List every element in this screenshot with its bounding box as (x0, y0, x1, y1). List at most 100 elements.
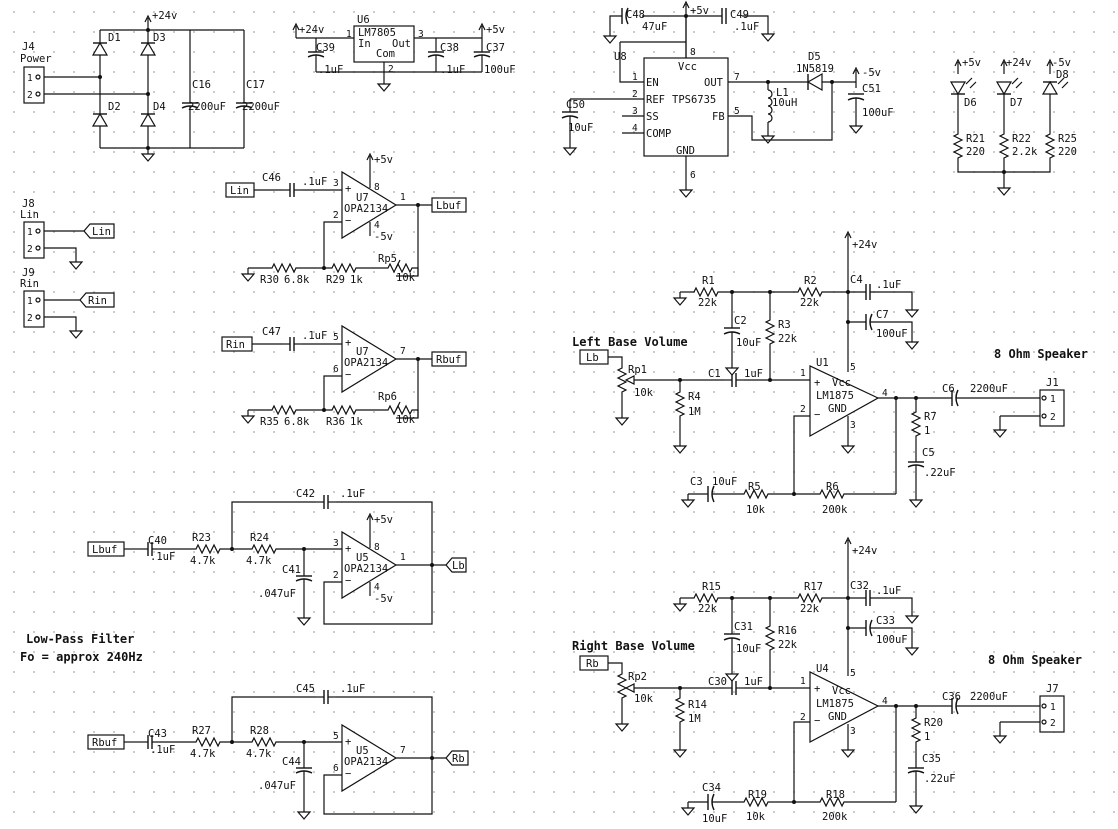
amp-left: Left Base Volume Lb Rp1 10k R4 1M C1 1uF… (572, 231, 1088, 516)
led-d7 (996, 81, 1012, 95)
u1-pin2: 2 (800, 404, 806, 415)
u7b-pin7: 7 (400, 346, 406, 357)
r5-label: R5 (748, 481, 761, 493)
c3-value: 10uF (712, 476, 737, 488)
j1-pin1: 1 (1050, 394, 1056, 405)
amp-right-24v: +24v (852, 545, 877, 557)
u5b-opamp (341, 723, 398, 793)
u4-part: LM1875 (816, 698, 854, 710)
r27-value: 4.7k (190, 748, 216, 760)
u7b-opamp (341, 324, 398, 394)
amp-left-title: Left Base Volume (572, 335, 688, 349)
u7a-ref: U7 (356, 192, 369, 204)
rbuf-net-flag (431, 351, 467, 367)
u7a-vplus: +5v (374, 154, 393, 166)
r6-value: 200k (822, 504, 848, 516)
u6-part: LM7805 (358, 27, 396, 39)
led-d8 (1042, 81, 1058, 95)
r36-value: 1k (350, 416, 363, 428)
u8-out: OUT (704, 77, 724, 89)
u6-pin3: 3 (418, 29, 424, 40)
u5b-part: OPA2134 (344, 756, 388, 768)
u4-vcc: Vcc (832, 685, 851, 697)
u6-in: In (358, 38, 371, 50)
j4-pin2: 2 (27, 90, 33, 101)
r16-value: 22k (778, 639, 798, 651)
diode-d4 (140, 113, 156, 127)
j8-name: Lin (20, 209, 39, 221)
r5-value: 10k (746, 504, 766, 516)
c35-value: .22uF (924, 773, 956, 785)
c49-value: .1uF (734, 21, 759, 33)
buffer-right: Rin C47 .1uF + − U7 OPA2134 5 6 7 Rbuf R… (221, 324, 467, 428)
c50-label: C50 (566, 99, 585, 111)
c7-value: 100uF (876, 328, 908, 340)
u8-tps6735 (643, 57, 729, 157)
c5-value: .22uF (924, 467, 956, 479)
u4-lm1875 (809, 671, 880, 743)
c37-value: 100uF (484, 64, 516, 76)
r21-value: 220 (966, 146, 985, 158)
u5a-pin3: 3 (333, 538, 339, 549)
c4-value: .1uF (876, 279, 901, 291)
filter-note-line1: Low-Pass Filter (26, 632, 134, 646)
u8-label: U8 (614, 51, 627, 63)
filter-note: Low-Pass Filter Fo = approx 240Hz (20, 632, 143, 664)
u5b-pin6: 6 (333, 763, 339, 774)
c48-value: 47uF (642, 21, 667, 33)
reg-5v-label: +5v (486, 24, 505, 36)
u5a-vplus: +5v (374, 514, 393, 526)
c39-value: .1uF (318, 64, 343, 76)
u8-en: EN (646, 77, 659, 89)
rin-net: Rin (226, 339, 245, 351)
amp-left-lb-net: Lb (586, 352, 599, 364)
r14-value: 1M (688, 713, 701, 725)
inv-5v-label: +5v (690, 5, 709, 17)
c34-label: C34 (702, 782, 721, 794)
c45-label: C45 (296, 683, 315, 695)
u8-pin4: 4 (632, 123, 638, 134)
u6-lm7805 (353, 25, 415, 63)
u7a-pin8: 8 (374, 182, 380, 193)
r30-label: R30 (260, 274, 279, 286)
power-section: J4 Power 1 2 D1 D3 D2 D4 +24v C16 2200uF… (20, 10, 280, 162)
r17-label: R17 (804, 581, 823, 593)
c1-value: 1uF (744, 368, 763, 380)
u4-pin1: 1 (800, 676, 806, 687)
u4-gnd: GND (828, 711, 847, 723)
u6-com: Com (376, 48, 395, 60)
u8-pin7: 7 (734, 72, 740, 83)
j7-pin2: 2 (1050, 718, 1056, 729)
u7b-ref: U7 (356, 346, 369, 358)
u7a-vminus: -5v (374, 231, 393, 243)
j9-ref: J9 (22, 267, 35, 279)
j8-pin2: 2 (27, 244, 33, 255)
u5a-pin2: 2 (333, 570, 339, 581)
r24-value: 4.7k (246, 555, 272, 567)
u5a-minus: − (345, 575, 351, 587)
rp2-value: 10k (634, 693, 654, 705)
j8-ref: J8 (22, 198, 35, 210)
inverter-section: C48 47uF +5v C49 .1uF U8 Vcc EN REF TPS6… (561, 1, 894, 198)
r2-value: 22k (800, 297, 820, 309)
u4-pin2: 2 (800, 712, 806, 723)
c39-label: C39 (316, 42, 335, 54)
j7-label: J7 (1046, 683, 1059, 695)
u8-pin6: 6 (690, 170, 696, 181)
u1-pin1: 1 (800, 368, 806, 379)
u1-part: LM1875 (816, 390, 854, 402)
amp-right-title: Right Base Volume (572, 639, 695, 653)
c50-value: 10uF (568, 122, 593, 134)
r1-label: R1 (702, 275, 715, 287)
r36-label: R36 (326, 416, 345, 428)
d3-label: D3 (153, 32, 166, 44)
u7a-minus: − (345, 215, 351, 227)
r18-value: 200k (822, 811, 848, 823)
c43-value: .1uF (150, 744, 175, 756)
d8-label: D8 (1056, 69, 1069, 81)
u6-pin1: 1 (346, 29, 352, 40)
r29-value: 1k (350, 274, 363, 286)
diode-d1 (92, 42, 108, 56)
r22-value: 2.2k (1012, 146, 1038, 158)
